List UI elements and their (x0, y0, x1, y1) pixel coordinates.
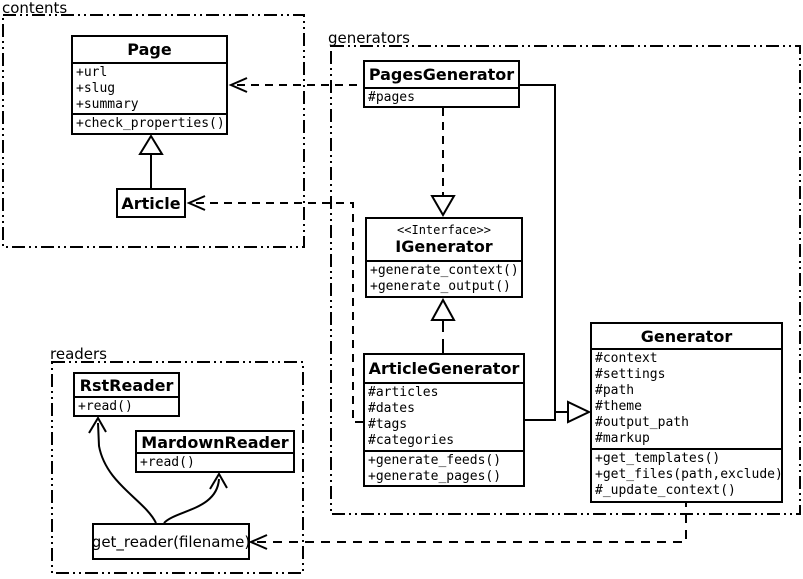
methods-compartment: +check_properties() (73, 113, 226, 133)
edge-generators-inherit-generator (520, 84, 592, 424)
attribute: #tags (368, 417, 408, 432)
attribute: #output_path (595, 415, 689, 430)
edge-articlegenerator-realizes-igenerator (430, 297, 456, 353)
method: +get_files(path,exclude) (595, 467, 781, 482)
attributes-compartment: #articles #dates #tags #categories (365, 382, 523, 450)
class-name: Generator (640, 326, 733, 346)
edge-pagesgenerator-depends-page (228, 77, 363, 93)
attributes-compartment: #context #settings #path #theme #output_… (592, 348, 781, 448)
class-box-rstreader: RstReader +read() (73, 372, 180, 417)
attribute: #categories (368, 433, 455, 448)
attribute: +url (76, 65, 108, 80)
class-name: <<Interface>> IGenerator (367, 219, 521, 260)
method: +check_properties() (76, 116, 225, 131)
attribute: #dates (368, 401, 415, 416)
class-box-page: Page +url +slug +summary +check_properti… (71, 35, 228, 135)
attribute: +summary (76, 97, 139, 112)
methods-compartment: +read() (137, 452, 293, 471)
attribute: #markup (595, 431, 650, 446)
class-name: MardownReader (141, 432, 289, 452)
edge-article-inherits-page (138, 134, 164, 188)
package-label-readers: readers (50, 345, 107, 363)
method: +generate_pages() (368, 469, 502, 484)
package-border-readers (51, 361, 304, 574)
methods-compartment: +generate_feeds() +generate_pages() (365, 450, 523, 485)
attribute: #pages (368, 90, 415, 105)
function-box-getreader: get_reader(filename) (92, 523, 250, 560)
hollow-triangle-icon (430, 297, 456, 321)
hollow-triangle-icon (567, 400, 592, 424)
open-arrow-icon (88, 416, 107, 434)
package-label-generators: generators (328, 29, 410, 47)
package-border-contents (2, 14, 305, 248)
interface-name: IGenerator (395, 237, 493, 256)
method: +generate_output() (370, 279, 511, 294)
methods-compartment: +get_templates() +get_files(path,exclude… (592, 448, 781, 501)
methods-compartment: +read() (75, 396, 178, 415)
class-name: Article (121, 193, 181, 213)
attribute: #context (595, 351, 658, 366)
attributes-compartment: +url +slug +summary (73, 62, 226, 113)
open-arrow-icon (186, 195, 206, 211)
edge-generator-depends-getreader (248, 503, 687, 550)
open-arrow-icon (248, 534, 268, 550)
method: +generate_context() (370, 263, 519, 278)
class-name: Page (127, 40, 172, 59)
method: +get_templates() (595, 451, 721, 466)
package-border-generators (330, 45, 801, 515)
class-box-generator: Generator #context #settings #path #them… (590, 322, 783, 503)
class-name: RstReader (79, 375, 174, 395)
method: +read() (78, 399, 133, 414)
open-arrow-icon (209, 472, 228, 490)
class-box-articlegenerator: ArticleGenerator #articles #dates #tags … (363, 353, 525, 487)
interface-box-igenerator: <<Interface>> IGenerator +generate_conte… (365, 217, 523, 298)
method: +generate_feeds() (368, 453, 502, 468)
class-box-mardownreader: MardownReader +read() (135, 430, 295, 473)
attribute: #path (595, 383, 635, 398)
attribute: +slug (76, 81, 116, 96)
edge-pagesgenerator-realizes-igenerator (430, 108, 456, 217)
class-box-pagesgenerator: PagesGenerator #pages (363, 60, 520, 108)
methods-compartment: +generate_context() +generate_output() (367, 260, 521, 296)
edge-getreader-calls-mardownreader (163, 472, 228, 524)
hollow-triangle-icon (138, 134, 164, 155)
function-name: get_reader(filename) (91, 532, 251, 551)
method: +read() (140, 455, 195, 470)
open-arrow-icon (228, 77, 248, 93)
attribute: #theme (595, 399, 642, 414)
edge-articlegenerator-depends-article (186, 195, 363, 423)
edge-getreader-calls-rstreader (88, 416, 157, 524)
class-box-article: Article (116, 188, 186, 218)
interface-stereotype: <<Interface>> (397, 223, 491, 237)
attribute: #settings (595, 367, 666, 382)
package-label-contents: contents (2, 0, 68, 17)
class-name: PagesGenerator (368, 65, 515, 84)
attribute: #articles (368, 385, 439, 400)
method: #_update_context() (595, 483, 736, 498)
attributes-compartment: #pages (365, 87, 518, 106)
class-name: ArticleGenerator (368, 359, 520, 378)
hollow-triangle-icon (430, 195, 456, 217)
